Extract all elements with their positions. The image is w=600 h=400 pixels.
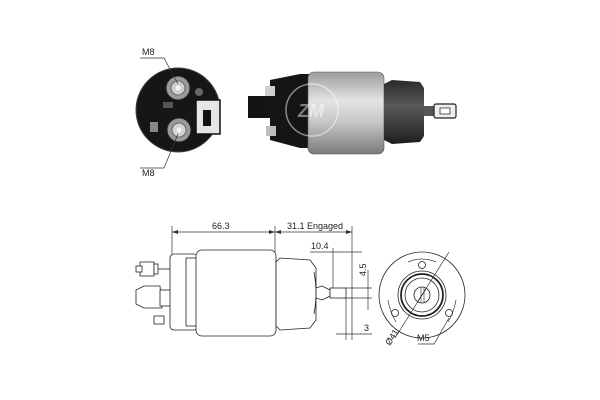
dim-mount-thread: M5 [417, 333, 430, 343]
dim-body-length: 66.3 [212, 221, 230, 231]
dim-plunger-offset: 10.4 [311, 241, 329, 251]
photo-end-view: M8 M8 [135, 47, 221, 178]
drawing-end-view: Ø41 M5 [378, 251, 466, 347]
dim-engaged: 31.1 Engaged [287, 221, 343, 231]
watermark-logo: ZM [297, 101, 325, 121]
photo-side-view: ZM [248, 71, 457, 155]
dim-eye-width: 4.5 [358, 263, 368, 276]
drawing-side-view: 66.3 31.1 Engaged 10.4 4.5 3 [135, 221, 372, 340]
end-view-bottom-label: M8 [142, 168, 155, 178]
dim-eye-thickness: 3 [364, 323, 369, 333]
end-view-top-label: M8 [142, 47, 155, 57]
